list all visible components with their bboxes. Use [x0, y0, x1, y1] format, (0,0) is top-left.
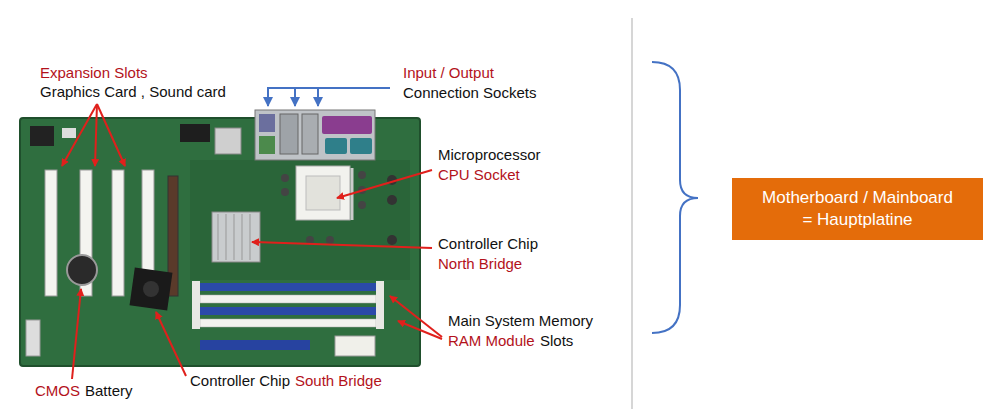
part-label: Expansion Slots [40, 64, 148, 82]
part-label: Input / Output [403, 64, 494, 82]
title-box: Motherboard / Mainboard = Hauptplatine [732, 178, 983, 240]
part-label: Graphics Card , Sound card [40, 83, 226, 101]
part-label: North Bridge [438, 255, 522, 273]
part-label: Connection Sockets [403, 84, 536, 102]
part-label: Battery [85, 382, 133, 400]
box-text: Motherboard / Mainboard = Hauptplatine [759, 187, 957, 231]
part-label: RAM Module [448, 332, 535, 350]
part-label: Controller Chip [438, 235, 538, 253]
part-label: South Bridge [295, 372, 382, 390]
part-label: CPU Socket [438, 166, 520, 184]
part-label: CMOS [35, 382, 80, 400]
part-label: Microprocessor [438, 146, 541, 164]
part-label: Slots [540, 332, 573, 350]
part-label: Controller Chip [190, 372, 290, 390]
part-label: Main System Memory [448, 312, 593, 330]
